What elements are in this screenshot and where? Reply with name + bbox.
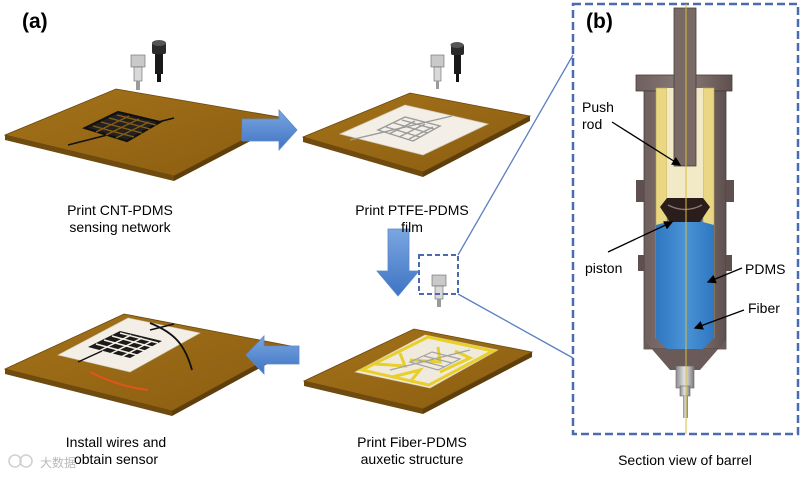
watermark-text: 大数据 bbox=[40, 456, 77, 470]
push-rod bbox=[673, 7, 697, 167]
wire-black bbox=[149, 322, 193, 371]
push-rod-line1: Push bbox=[582, 99, 614, 115]
watermark-logo bbox=[8, 454, 33, 468]
panel-label-b: (b) bbox=[586, 10, 613, 33]
cnt-sensing-network bbox=[67, 110, 175, 146]
push-rod-arrow bbox=[611, 121, 682, 166]
step3-caption: Print Fiber-PDMS auxetic structure bbox=[312, 434, 512, 468]
step1-caption: Print CNT-PDMS sensing network bbox=[20, 202, 220, 236]
step2-caption: Print PTFE-PDMS film bbox=[312, 202, 512, 236]
board-3 bbox=[302, 254, 534, 414]
push-rod-line2: rod bbox=[582, 116, 603, 132]
pdms-label: PDMS bbox=[745, 261, 786, 277]
print-head-silver-2 bbox=[430, 54, 445, 89]
zoom-line-bottom bbox=[457, 293, 574, 359]
print-head-silver-1 bbox=[130, 54, 146, 90]
arrow-left bbox=[245, 334, 300, 376]
step2-line2: film bbox=[401, 219, 423, 235]
step3-line2: auxetic structure bbox=[360, 451, 464, 467]
step2-line1: Print PTFE-PDMS bbox=[355, 202, 469, 218]
step4-line1: Install wires and bbox=[65, 434, 167, 450]
sensor-network bbox=[77, 323, 175, 363]
barrel-section bbox=[635, 4, 734, 434]
step1-line1: Print CNT-PDMS bbox=[67, 202, 173, 218]
board-2 bbox=[301, 42, 532, 177]
arrow-down bbox=[376, 228, 420, 297]
board-4 bbox=[3, 313, 293, 416]
arrow-right bbox=[241, 108, 298, 152]
ptfe-network bbox=[349, 115, 453, 142]
step4-caption: Install wires and obtain sensor bbox=[16, 434, 216, 468]
print-head-black-2 bbox=[450, 42, 464, 82]
wire-orange bbox=[89, 371, 149, 391]
fiber-label: Fiber bbox=[748, 300, 780, 316]
print-head-silver-3 bbox=[431, 274, 447, 307]
step4-line2: obtain sensor bbox=[73, 451, 159, 467]
auxetic-structure bbox=[357, 335, 498, 387]
board-1 bbox=[3, 40, 287, 181]
piston-arrow bbox=[607, 221, 674, 253]
piston-label: piston bbox=[585, 260, 623, 276]
barrel-caption: Section view of barrel bbox=[618, 452, 752, 468]
fiber-network bbox=[389, 349, 471, 371]
nozzle-collar bbox=[675, 365, 695, 389]
zoom-line-top bbox=[457, 54, 574, 256]
pdms-arrow bbox=[706, 267, 743, 284]
fiber-arrow bbox=[693, 309, 745, 330]
panel-label-a: (a) bbox=[22, 10, 48, 33]
step3-line1: Print Fiber-PDMS bbox=[357, 434, 467, 450]
zoom-box bbox=[418, 254, 459, 295]
pdms-chamber bbox=[656, 222, 714, 357]
print-head-black-1 bbox=[152, 40, 166, 82]
push-rod-label: Push rod bbox=[582, 99, 614, 133]
step1-line2: sensing network bbox=[69, 219, 171, 235]
